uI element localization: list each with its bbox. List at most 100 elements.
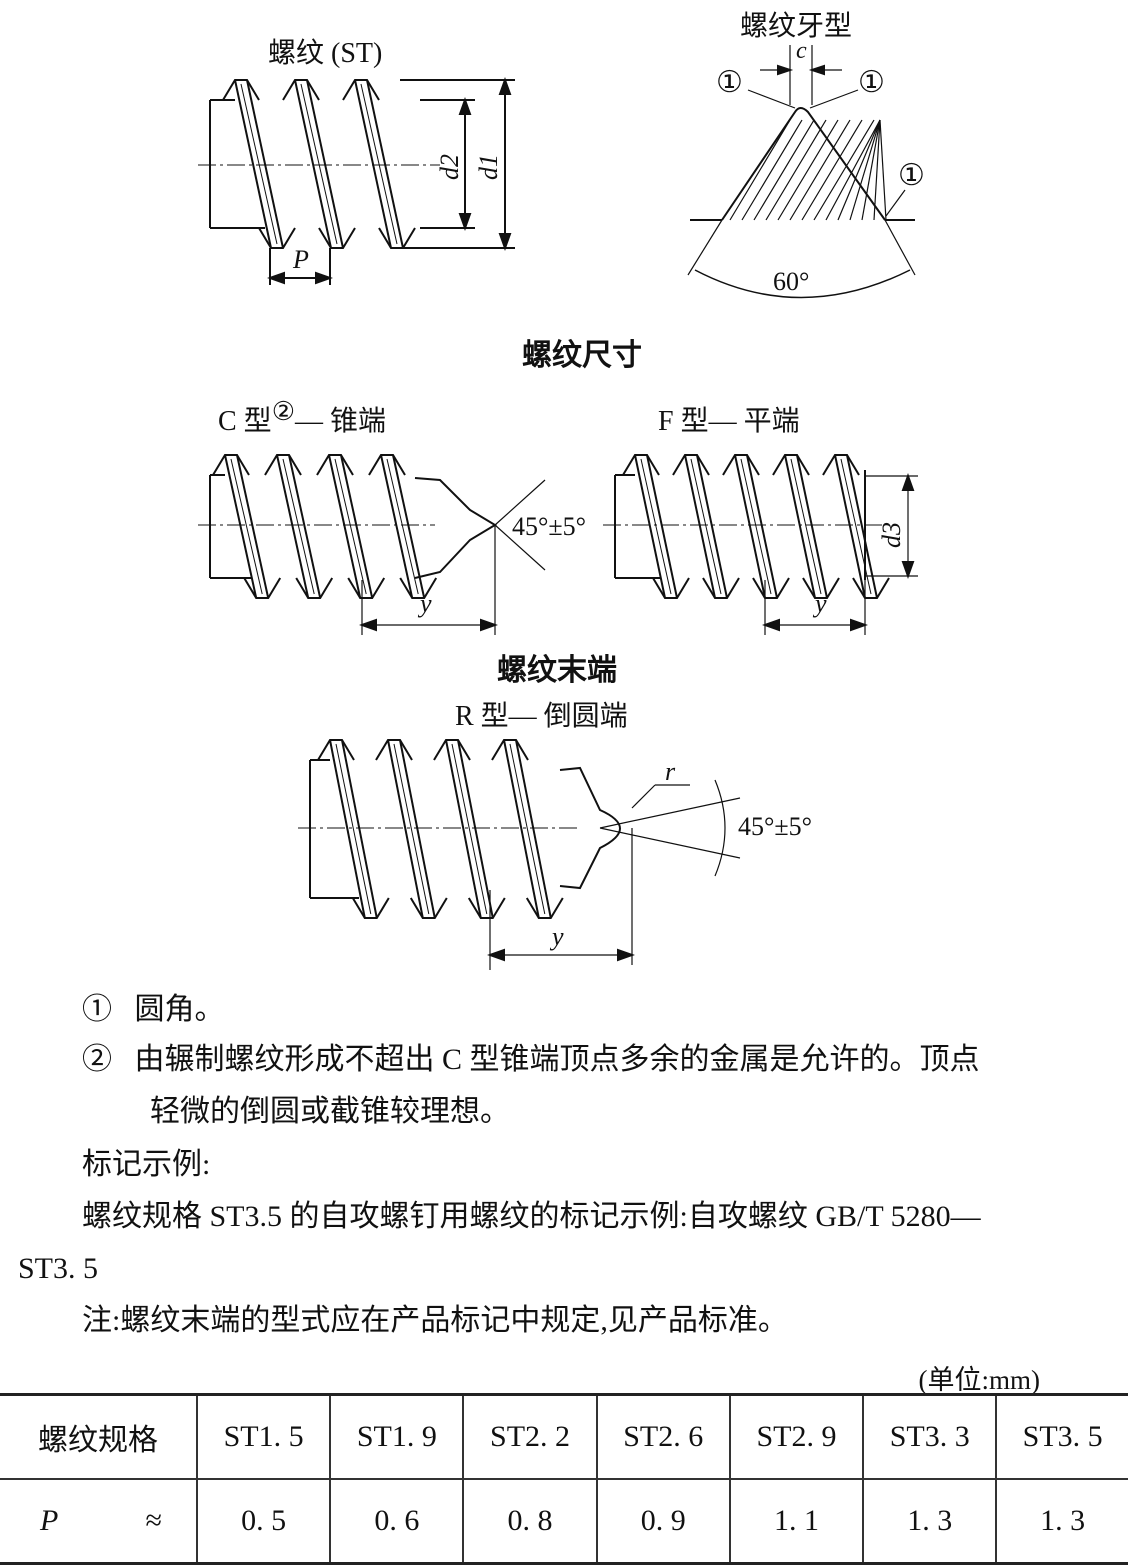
callout-1-root: ① [898,159,925,192]
thread-flank [503,739,540,919]
label-d1: d1 [474,154,503,180]
hatch-line [849,119,881,221]
thread-crest-bottom [467,897,506,919]
thread-flank [246,79,284,249]
pitch-label-cell: P≈ [0,1478,198,1565]
thread-flank [399,739,436,919]
thread-flank [684,454,716,599]
note-2: ② 由辗制螺纹形成不超出 C 型锥端顶点多余的金属是允许的。顶点 [82,1045,980,1075]
marking-heading: 标记示例: [82,1148,211,1181]
c-type-drawing: y 45°±5° [198,454,586,635]
thread-flank [740,458,772,595]
thread-flank [392,454,426,599]
label-y-r: y [549,922,564,951]
thread-flank [386,458,419,595]
thread-flank [445,739,482,919]
profile-title: 螺纹牙型 [740,10,852,42]
thread-flank [294,79,332,249]
thread-flank [646,454,678,599]
thread-crest-bottom [802,577,840,599]
thread-crest-top [822,454,860,476]
pitch-cell: 0. 5 [195,1478,332,1565]
f-type-title: F 型— 平端 [658,405,800,437]
header-cell: 螺纹规格 [0,1393,198,1480]
thread-flank [790,458,822,595]
thread-crest-top [212,454,250,476]
label-d2: d2 [435,154,464,180]
thread-flank [334,458,367,595]
thread-crest-top [342,79,380,101]
thread-flank [380,454,414,599]
marking-line2: ST3. 5 [18,1252,99,1285]
thread-crest-top [772,454,810,476]
thread-flank [335,743,372,915]
hatch-line [861,119,881,221]
label-y-c: y [417,589,432,618]
spec-cell: ST1. 9 [329,1393,465,1480]
hatch-line [813,119,875,221]
thread-flank [734,454,766,599]
pitch-symbol: P [40,1504,59,1537]
thread-flank [360,83,398,245]
spec-cell: ST2. 2 [462,1393,598,1480]
thread-crest-bottom [318,227,356,249]
spec-cell: ST1. 5 [195,1393,332,1480]
thread-flank [354,79,392,249]
unit-label: (单位:mm) [918,1365,1041,1395]
thread-flank [784,454,816,599]
thread-crest-bottom [399,577,438,599]
thread-crest-top [375,739,413,761]
spec-cell: ST2. 6 [595,1393,731,1480]
dimension-d2: d2 [420,97,475,231]
hatch-line [879,119,887,221]
hatch-line [789,119,851,221]
note-2-continued: 轻微的倒圆或截锥较理想。 [150,1095,510,1128]
hatch-line [801,119,863,221]
thread-crest-bottom [852,577,890,599]
thread-crest-bottom [258,227,296,249]
thread-flank [796,454,828,599]
thread-crest-bottom [347,577,386,599]
thread-crest-bottom [243,577,282,599]
r-type-drawing: r 45°±5° y [298,739,812,970]
thread-crest-bottom [652,577,690,599]
pitch-cell: 1. 3 [995,1478,1128,1565]
thread-flank [393,743,430,915]
end-title: 螺纹末端 [497,654,617,687]
note-1-text: 圆角。 [134,993,225,1026]
thread-flank [234,79,272,249]
label-p: P [292,245,309,274]
note-2-mark: ② [82,1043,112,1076]
thread-crest-bottom [409,897,448,919]
spec-cell: ST3. 3 [862,1393,998,1480]
thread-flank [328,454,362,599]
thread-crest-top [622,454,660,476]
thread-flank [230,458,263,595]
thread-flank [509,743,546,915]
thread-profile-drawing: 螺纹牙型 c ① ① ① 60° [687,10,925,299]
thread-flank [276,454,310,599]
callout-1-left: ① [716,66,743,99]
r-type-title: R 型— 倒圆端 [455,700,628,732]
thread-crest-top [317,739,355,761]
thread-flank [690,458,722,595]
thread-flank [746,454,778,599]
thread-flank [634,454,666,599]
thread-pitch-table: 螺纹规格 ST1. 5 ST1. 9 ST2. 2 ST2. 6 ST2. 9 … [0,1393,1128,1565]
thread-crest-top [491,739,529,761]
thread-crest-top [316,454,354,476]
thread-crest-bottom [295,577,334,599]
section-title: 螺纹尺寸 [522,339,642,372]
thread-flank [288,454,322,599]
thread-crest-bottom [351,897,390,919]
thread-flank [696,454,728,599]
thread-crest-top [282,79,320,101]
pitch-cell: 1. 3 [862,1478,998,1565]
thread-drawings: 螺纹 (ST) d2 d1 P 螺纹牙型 c ① ① ① 60° 螺纹尺寸 [198,10,925,970]
thread-crest-top [264,454,302,476]
thread-flank [240,83,278,245]
thread-crest-bottom [378,227,416,249]
thread-flank [282,458,315,595]
marking-note: 注:螺纹末端的型式应在产品标记中规定,见产品标准。 [82,1304,788,1337]
note-1: ① 圆角。 [82,995,225,1025]
